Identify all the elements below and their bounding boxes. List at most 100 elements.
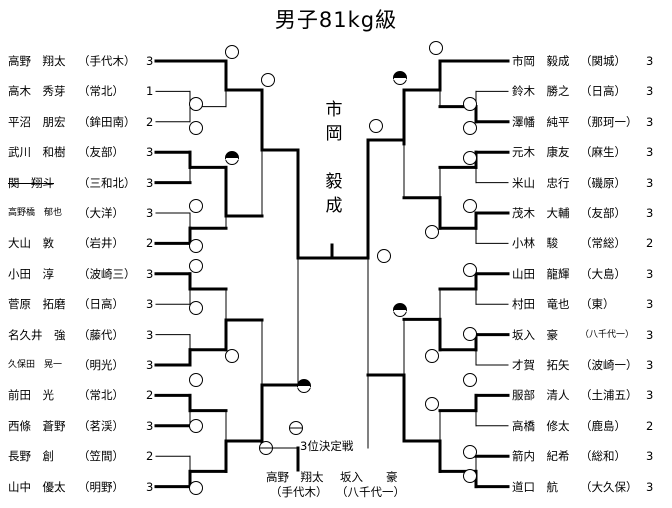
entrant-name: 市岡 毅成 <box>512 54 570 68</box>
champion-char: 岡 <box>325 124 343 144</box>
third-place-left-name: 高野 翔太 <box>266 470 324 484</box>
entrant-school: （波崎三） <box>78 266 136 281</box>
entrant-score: 3 <box>646 297 654 312</box>
entrant-name: 山田 龍輝 <box>512 266 570 281</box>
ippon-marker <box>463 327 477 341</box>
ippon-marker <box>463 373 477 387</box>
entrant-school: （三和北） <box>78 175 136 190</box>
entrant-school: （笠間） <box>78 449 124 464</box>
ippon-marker <box>377 249 391 263</box>
entrant-school: （明野） <box>78 479 124 494</box>
entrant-name: 小田 淳 <box>8 266 54 281</box>
ippon-marker <box>425 349 439 363</box>
ippon-marker <box>463 121 477 135</box>
entrant-score: 3 <box>646 479 654 494</box>
entrant-score: 3 <box>146 297 154 312</box>
ippon-marker <box>189 199 203 213</box>
entrant-school: （常北） <box>78 84 124 99</box>
entrant-school: （那珂一） <box>580 114 638 129</box>
entrant-name: 道口 航 <box>512 479 558 494</box>
entrant-score: 3 <box>646 84 654 99</box>
ippon-marker <box>189 97 203 111</box>
entrant-name: 高野橋 郁也 <box>8 208 63 218</box>
entrant-score: 2 <box>646 236 654 251</box>
entrant-score: 2 <box>146 449 154 464</box>
entrant-school: （鹿島） <box>580 418 626 433</box>
entrant-name: 関 翔斗 <box>8 175 54 190</box>
third-place-left-school: （手代木） <box>270 485 328 499</box>
entrant-score: 3 <box>646 175 654 190</box>
ippon-marker <box>463 97 477 111</box>
entrant-score: 3 <box>646 327 654 342</box>
decision-marker <box>259 441 273 455</box>
half-point-marker <box>393 71 407 85</box>
third-place-right-school: （八千代一） <box>336 485 405 499</box>
entrant-name: 元木 康友 <box>512 145 570 160</box>
entrant-score: 2 <box>146 114 154 129</box>
ippon-marker <box>463 199 477 213</box>
entrant-score: 3 <box>146 266 154 281</box>
ippon-marker <box>225 349 239 363</box>
entrant-score: 3 <box>146 175 154 190</box>
entrant-score: 3 <box>646 145 654 160</box>
entrant-school: （波崎一） <box>580 358 638 372</box>
entrant-school: （鉾田南） <box>78 114 136 129</box>
entrant-name: 長野 創 <box>8 449 54 464</box>
entrant-name: 久保田 晃一 <box>8 360 63 370</box>
entrant-name: 服部 清人 <box>512 388 570 403</box>
entrant-name: 村田 竜也 <box>512 297 570 312</box>
ippon-marker <box>189 419 203 433</box>
ippon-marker <box>463 445 477 459</box>
ippon-marker <box>463 263 477 277</box>
entrant-school: （友部） <box>580 206 626 220</box>
ippon-marker <box>189 373 203 387</box>
champion-char: 毅 <box>325 172 343 192</box>
decision-marker <box>289 421 303 435</box>
entrant-name: 澤幡 純平 <box>512 114 570 129</box>
entrant-score: 3 <box>646 54 654 68</box>
entrant-name: 平沼 朋宏 <box>8 114 66 129</box>
entrant-school: （常総） <box>580 236 626 251</box>
entrant-name: 米山 忠行 <box>512 175 570 190</box>
entrant-score: 3 <box>146 327 154 342</box>
half-point-marker <box>225 151 239 165</box>
entrant-score: 3 <box>146 145 154 160</box>
ippon-marker <box>429 41 443 55</box>
entrant-score: 3 <box>646 266 654 281</box>
ippon-marker <box>261 73 275 87</box>
ippon-marker <box>189 481 203 495</box>
ippon-marker <box>425 225 439 239</box>
entrant-school: （友部） <box>78 145 124 160</box>
entrant-score: 3 <box>146 358 154 372</box>
entrant-school: （日高） <box>78 297 124 312</box>
ippon-marker <box>463 469 477 483</box>
champion-char: 成 <box>325 196 343 216</box>
entrant-school: （関城） <box>580 54 626 68</box>
entrant-school: （手代木） <box>78 54 136 68</box>
half-point-marker <box>393 303 407 317</box>
third-place-right-name: 坂入 豪 <box>340 470 398 484</box>
ippon-marker <box>463 151 477 165</box>
champion-name: 市 岡 毅 成 <box>323 98 345 218</box>
entrant-name: 箭内 紀希 <box>512 449 570 464</box>
entrant-school: （明光） <box>78 358 124 372</box>
half-point-marker <box>297 379 311 393</box>
entrant-school: （常北） <box>78 388 124 403</box>
entrant-score: 3 <box>646 388 654 403</box>
ippon-marker <box>225 45 239 59</box>
third-place-label: 3位決定戦 <box>300 439 354 453</box>
entrant-school: （磯原） <box>580 175 626 190</box>
entrant-school: （岩井） <box>78 236 124 251</box>
ippon-marker <box>425 397 439 411</box>
entrant-school: （土浦五） <box>580 388 638 403</box>
entrant-score: 3 <box>146 206 154 220</box>
entrant-name: 菅原 拓磨 <box>8 297 66 312</box>
entrant-name: 山中 優太 <box>8 479 66 494</box>
entrant-name: 名久井 強 <box>8 327 66 342</box>
entrant-score: 3 <box>146 54 154 68</box>
entrant-name: 前田 光 <box>8 388 54 403</box>
ippon-marker <box>189 259 203 273</box>
ippon-marker <box>189 301 203 315</box>
ippon-marker <box>189 239 203 253</box>
